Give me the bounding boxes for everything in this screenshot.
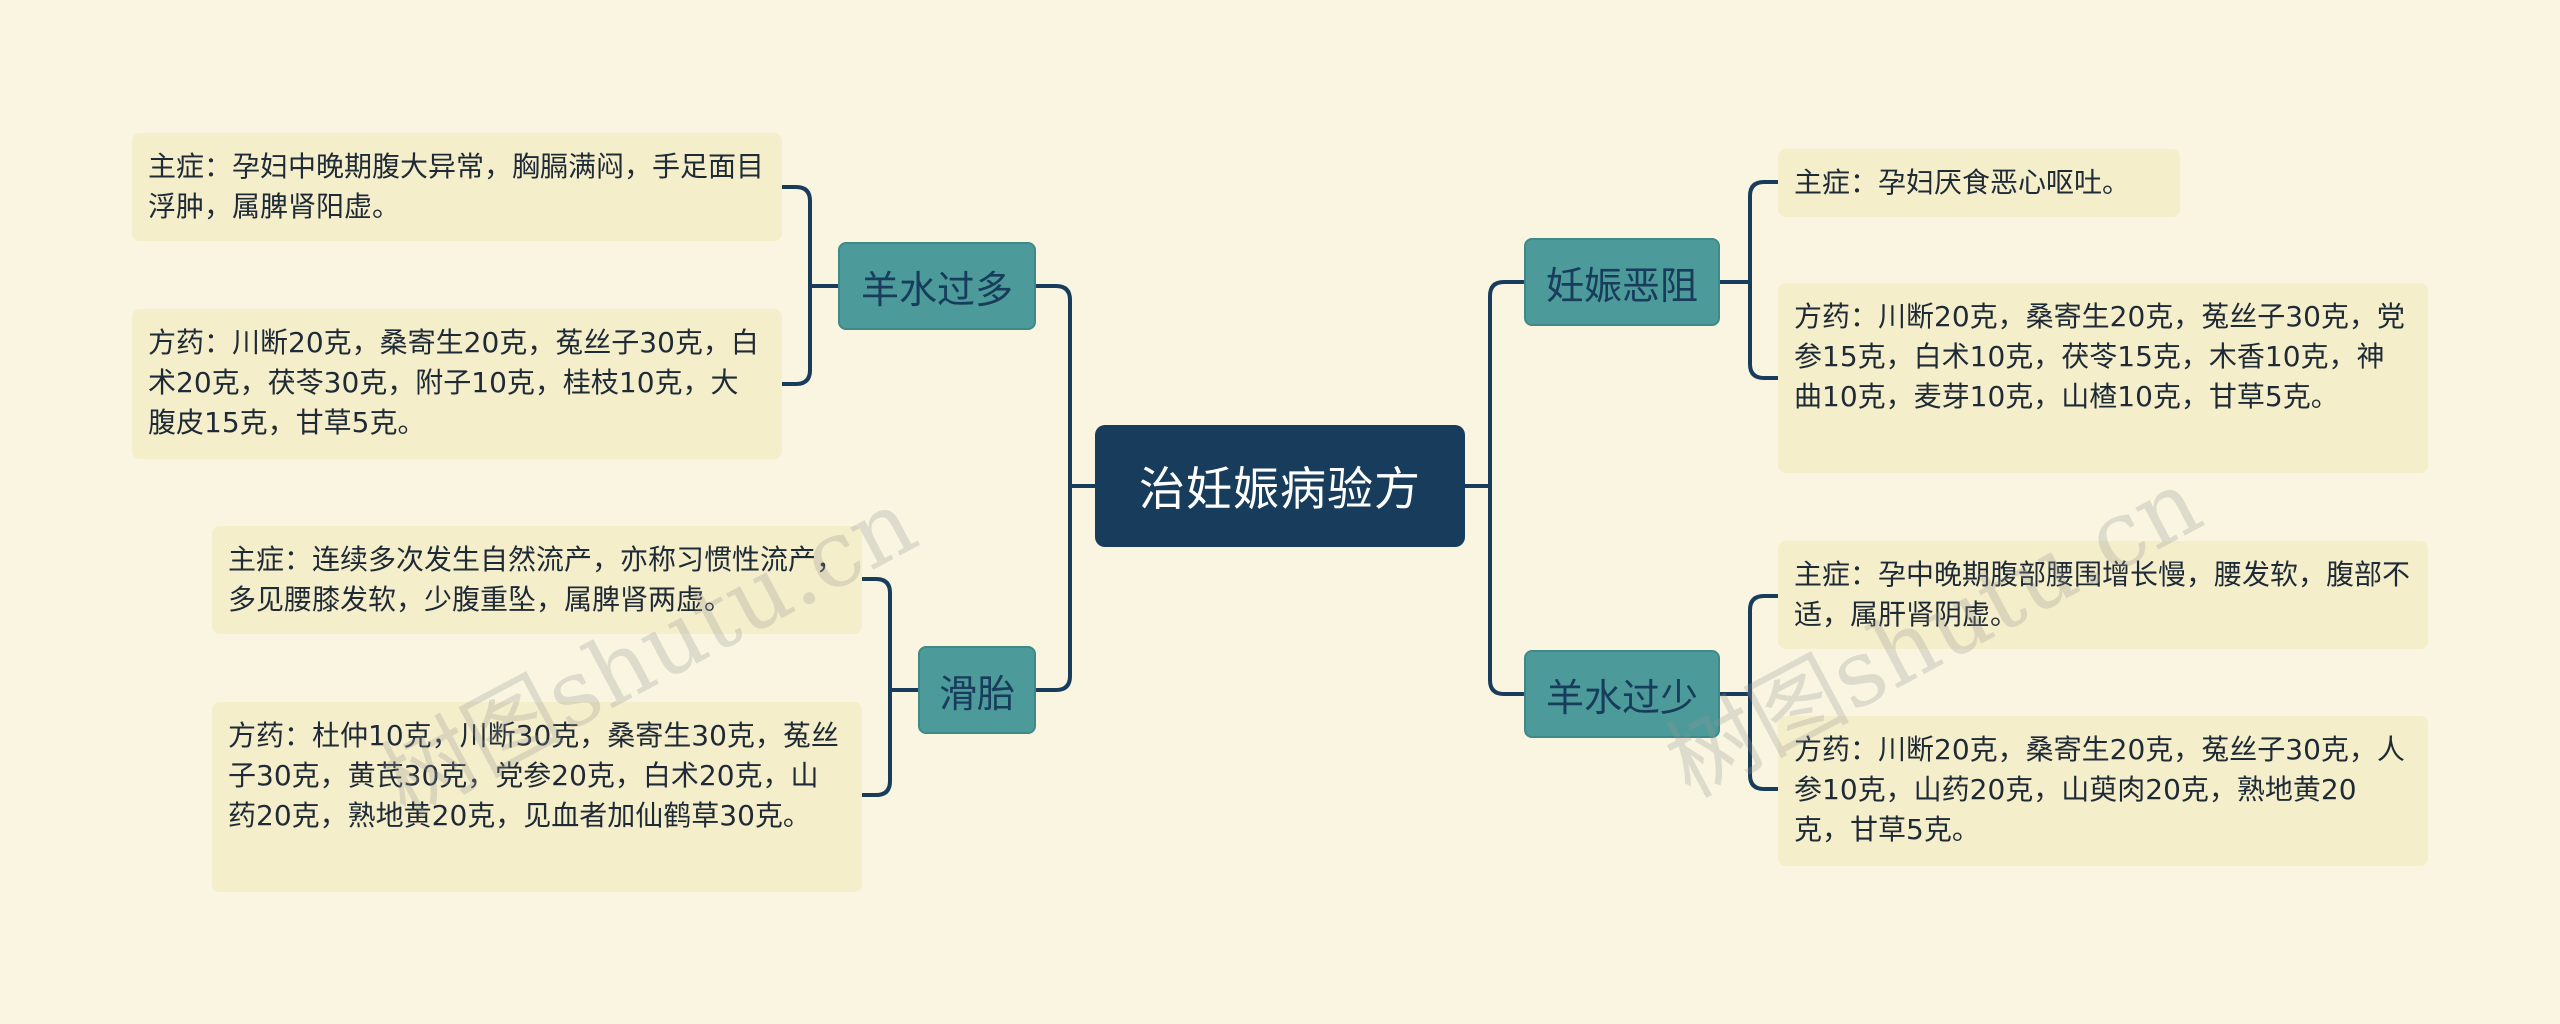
leaf-huatai-symptom[interactable]: 主症：连续多次发生自然流产，亦称习惯性流产，多见腰膝发软，少腹重坠，属脾肾两虚。 bbox=[212, 526, 862, 634]
leaf-text: 主症：孕妇中晚期腹大异常，胸膈满闷，手足面目浮肿，属脾肾阳虚。 bbox=[148, 150, 765, 223]
leaf-text: 方药：杜仲10克，川断30克，桑寄生30克，菟丝子30克，黄芪30克，党参20克… bbox=[228, 719, 839, 832]
leaf-yangshui-guoshao-prescription[interactable]: 方药：川断20克，桑寄生20克，菟丝子30克，人参10克，山药20克，山萸肉20… bbox=[1778, 716, 2428, 866]
branch-label: 妊娠恶阻 bbox=[1545, 263, 1698, 308]
branch-label: 羊水过多 bbox=[860, 267, 1013, 312]
branch-label: 羊水过少 bbox=[1545, 675, 1698, 720]
leaf-text: 方药：川断20克，桑寄生20克，菟丝子30克，党参15克，白术10克，茯苓15克… bbox=[1794, 300, 2405, 413]
branch-yangshui-guoduo[interactable]: 羊水过多 bbox=[838, 242, 1036, 330]
root-label: 治妊娠病验方 bbox=[1139, 462, 1421, 516]
leaf-renshen-ezu-symptom[interactable]: 主症：孕妇厌食恶心呕吐。 bbox=[1778, 149, 2180, 217]
leaf-text: 主症：孕妇厌食恶心呕吐。 bbox=[1794, 166, 2131, 199]
branch-yangshui-guoshao[interactable]: 羊水过少 bbox=[1524, 650, 1720, 738]
branch-huatai[interactable]: 滑胎 bbox=[918, 646, 1036, 734]
leaf-text: 主症：孕中晚期腹部腰围增长慢，腰发软，腹部不适，属肝肾阴虚。 bbox=[1794, 558, 2411, 631]
leaf-yangshui-guoduo-symptom[interactable]: 主症：孕妇中晚期腹大异常，胸膈满闷，手足面目浮肿，属脾肾阳虚。 bbox=[132, 133, 782, 241]
branch-label: 滑胎 bbox=[938, 671, 1015, 716]
root-node[interactable]: 治妊娠病验方 bbox=[1095, 425, 1465, 547]
leaf-yangshui-guoshao-symptom[interactable]: 主症：孕中晚期腹部腰围增长慢，腰发软，腹部不适，属肝肾阴虚。 bbox=[1778, 541, 2428, 649]
leaf-text: 主症：连续多次发生自然流产，亦称习惯性流产，多见腰膝发软，少腹重坠，属脾肾两虚。 bbox=[228, 543, 845, 616]
leaf-renshen-ezu-prescription[interactable]: 方药：川断20克，桑寄生20克，菟丝子30克，党参15克，白术10克，茯苓15克… bbox=[1778, 283, 2428, 473]
leaf-yangshui-guoduo-prescription[interactable]: 方药：川断20克，桑寄生20克，菟丝子30克，白术20克，茯苓30克，附子10克… bbox=[132, 309, 782, 459]
branch-renshen-ezu[interactable]: 妊娠恶阻 bbox=[1524, 238, 1720, 326]
leaf-huatai-prescription[interactable]: 方药：杜仲10克，川断30克，桑寄生30克，菟丝子30克，黄芪30克，党参20克… bbox=[212, 702, 862, 892]
leaf-text: 方药：川断20克，桑寄生20克，菟丝子30克，白术20克，茯苓30克，附子10克… bbox=[148, 326, 759, 439]
leaf-text: 方药：川断20克，桑寄生20克，菟丝子30克，人参10克，山药20克，山萸肉20… bbox=[1794, 733, 2405, 846]
